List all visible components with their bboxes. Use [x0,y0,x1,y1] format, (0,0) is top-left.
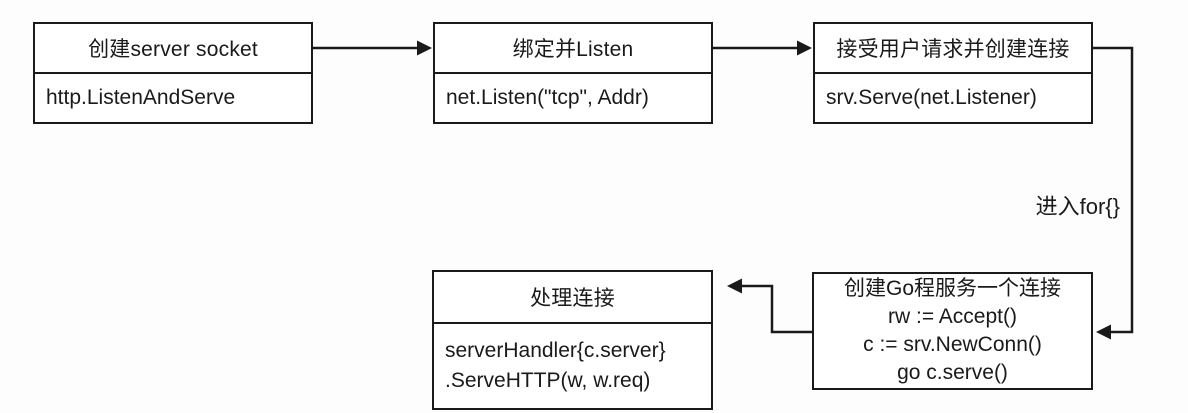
node-heading-line: 创建Go程服务一个连接 [843,277,1061,300]
edge-label-enter-for-loop: 进入for{} [1035,194,1120,219]
node-title: 绑定并Listen [435,24,711,74]
node-title: 创建server socket [35,24,311,74]
node-bind-and-listen: 绑定并Listen net.Listen("tcp", Addr) [433,22,713,124]
node-goroutine-serve-connection: 创建Go程服务一个连接 rw := Accept() c := srv.NewC… [812,272,1093,390]
code-line: serverHandler{c.server} [445,339,666,362]
node-body: serverHandler{c.server} .ServeHTTP(w, w.… [434,324,711,408]
code-line: go c.serve() [897,361,1008,384]
code-line: net.Listen("tcp", Addr) [446,86,649,109]
node-body: http.ListenAndServe [35,74,311,122]
node-accept-request-create-connection: 接受用户请求并创建连接 srv.Serve(net.Listener) [813,22,1093,124]
arrow-create-to-bind [313,40,432,56]
arrow-bind-to-accept [713,40,812,56]
node-title: 处理连接 [434,272,711,324]
node-create-server-socket: 创建server socket http.ListenAndServe [33,22,313,124]
code-line: c := srv.NewConn() [863,333,1042,356]
node-body: srv.Serve(net.Listener) [815,74,1091,122]
node-body: net.Listen("tcp", Addr) [435,74,711,122]
code-line: srv.Serve(net.Listener) [826,86,1037,109]
code-line: http.ListenAndServe [46,86,236,109]
node-handle-connection: 处理连接 serverHandler{c.server} .ServeHTTP(… [432,270,713,410]
code-line: rw := Accept() [888,305,1017,328]
arrow-goroutine-to-handle [727,278,812,334]
code-line: .ServeHTTP(w, w.req) [445,369,651,392]
node-title: 接受用户请求并创建连接 [815,24,1091,74]
